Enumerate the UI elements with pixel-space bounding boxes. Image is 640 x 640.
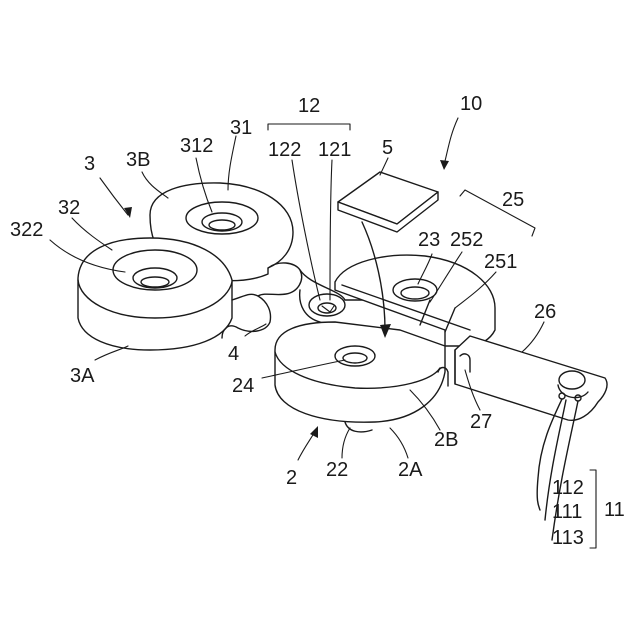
label-2B: 2B: [434, 429, 458, 451]
leader-5: [380, 158, 388, 175]
leader-26: [522, 322, 544, 352]
bracket-11: [590, 470, 596, 548]
label-252: 252: [450, 229, 483, 251]
leader-121: [330, 160, 332, 300]
leader-10-arrow: [440, 160, 449, 170]
label-112: 112: [552, 477, 584, 499]
label-31: 31: [230, 117, 252, 139]
leader-10: [444, 118, 458, 165]
lobe-3a-body: [78, 238, 232, 350]
label-5: 5: [382, 137, 393, 159]
bracket-12: [268, 124, 350, 130]
label-113: 113: [552, 527, 584, 549]
label-2: 2: [286, 467, 297, 489]
label-111: 111: [552, 501, 582, 523]
label-24: 24: [232, 375, 254, 397]
leader-22: [342, 428, 350, 458]
sensor-head: [559, 371, 585, 389]
label-27: 27: [470, 411, 492, 433]
label-121: 121: [318, 139, 351, 161]
leader-2-arrow: [310, 426, 318, 438]
component-3: [78, 183, 302, 350]
hole-12-core: [322, 306, 334, 312]
leader-3-arrow: [124, 207, 132, 218]
label-3A: 3A: [70, 365, 95, 387]
label-312: 312: [180, 135, 213, 157]
leader-2A: [390, 428, 408, 458]
label-3: 3: [84, 153, 95, 175]
label-11: 11: [604, 499, 625, 521]
component-2: [275, 255, 607, 432]
label-22: 22: [326, 459, 348, 481]
label-2A: 2A: [398, 459, 423, 481]
leader-122: [292, 160, 320, 300]
leader-3: [100, 178, 128, 215]
label-12: 12: [298, 95, 320, 117]
label-122: 122: [268, 139, 301, 161]
label-3B: 3B: [126, 149, 150, 171]
leader-31: [228, 136, 236, 190]
leader-3A: [95, 346, 128, 360]
label-4: 4: [228, 343, 239, 365]
label-25: 25: [502, 189, 524, 211]
label-23: 23: [418, 229, 440, 251]
label-251: 251: [484, 251, 517, 273]
label-10: 10: [460, 93, 482, 115]
label-26: 26: [534, 301, 556, 323]
tray-front-body: [275, 322, 445, 422]
label-322: 322: [10, 219, 43, 241]
label-32: 32: [58, 197, 80, 219]
